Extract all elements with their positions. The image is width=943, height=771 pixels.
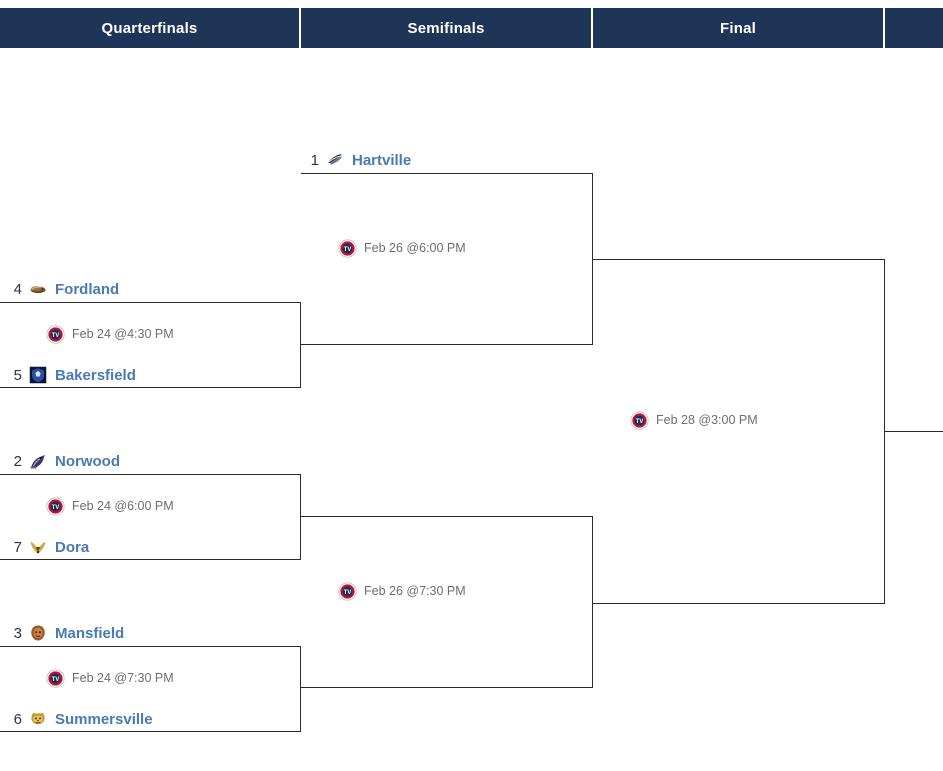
mansfield-logo [31, 625, 45, 641]
svg-text:TV: TV [52, 505, 60, 511]
tv-icon: TV [630, 410, 649, 430]
game-info[interactable]: TV Feb 28 @3:00 PM [630, 410, 758, 430]
bracket-connector-sf2 [301, 516, 593, 688]
round-label: Quarterfinals [101, 19, 198, 37]
game-time: Feb 24 @7:30 PM [72, 671, 174, 685]
team-seed: 3 [13, 624, 22, 642]
round-header-champion [885, 8, 943, 48]
tv-icon: TV [338, 581, 357, 601]
bracket-connector-final [593, 259, 885, 604]
svg-text:TV: TV [52, 677, 60, 683]
game-info[interactable]: TV Feb 26 @7:30 PM [338, 581, 466, 601]
dora-logo [30, 541, 46, 554]
svg-text:TV: TV [52, 333, 60, 339]
round-header-quarterfinals: Quarterfinals [0, 8, 301, 48]
bracket-connector-sf1 [301, 173, 593, 345]
team-name: Summersville [55, 710, 153, 728]
team-name: Norwood [55, 452, 120, 470]
team-name: Dora [55, 538, 90, 556]
round-label: Final [719, 19, 756, 37]
norwood-logo [30, 455, 45, 469]
team-seed: 6 [13, 710, 22, 728]
svg-text:TV: TV [636, 419, 644, 425]
game-time: Feb 26 @7:30 PM [364, 584, 466, 598]
bakersfield-logo [29, 366, 47, 384]
hartville-logo [327, 154, 343, 165]
round-label: Semifinals [407, 19, 485, 37]
svg-text:TV: TV [344, 247, 352, 253]
team-name: Fordland [55, 280, 120, 298]
summersville-logo [31, 712, 45, 725]
tv-icon: TV [338, 238, 357, 258]
team-seed: 7 [13, 538, 22, 556]
team-row[interactable]: 1 Hartville [303, 148, 412, 172]
bracket-connector-qf3 [0, 646, 301, 732]
round-header-final: Final [593, 8, 885, 48]
game-info[interactable]: TV Feb 26 @6:00 PM [338, 238, 466, 258]
round-header-semifinals: Semifinals [301, 8, 593, 48]
team-name: Hartville [352, 151, 412, 169]
team-seed: 1 [310, 151, 319, 169]
team-name: Bakersfield [55, 366, 136, 384]
bracket-connector-qf2 [0, 474, 301, 560]
team-row[interactable]: 5 Bakersfield [6, 363, 136, 387]
bracket-connector-champion-stub [885, 431, 943, 432]
svg-text:TV: TV [344, 590, 352, 596]
fordland-logo [30, 286, 46, 294]
game-time: Feb 24 @4:30 PM [72, 327, 174, 341]
team-seed: 2 [13, 452, 22, 470]
game-time: Feb 24 @6:00 PM [72, 499, 174, 513]
game-info[interactable]: TV Feb 24 @6:00 PM [46, 496, 174, 516]
bracket-connector-qf1 [0, 302, 301, 388]
team-row[interactable]: 7 Dora [6, 535, 90, 559]
tv-icon: TV [46, 496, 65, 516]
team-name: Mansfield [55, 624, 125, 642]
game-info[interactable]: TV Feb 24 @4:30 PM [46, 324, 174, 344]
game-info[interactable]: TV Feb 24 @7:30 PM [46, 668, 174, 688]
team-row[interactable]: 3 Mansfield [6, 621, 125, 645]
team-seed: 5 [13, 366, 22, 384]
game-time: Feb 28 @3:00 PM [656, 413, 758, 427]
team-row[interactable]: 6 Summersville [6, 707, 153, 731]
round-header-bar: Quarterfinals Semifinals Final [0, 8, 943, 48]
team-row[interactable]: 4 Fordland [6, 277, 120, 301]
team-seed: 4 [13, 280, 22, 298]
game-time: Feb 26 @6:00 PM [364, 241, 466, 255]
tv-icon: TV [46, 668, 65, 688]
tv-icon: TV [46, 324, 65, 344]
team-row[interactable]: 2 Norwood [6, 449, 120, 473]
